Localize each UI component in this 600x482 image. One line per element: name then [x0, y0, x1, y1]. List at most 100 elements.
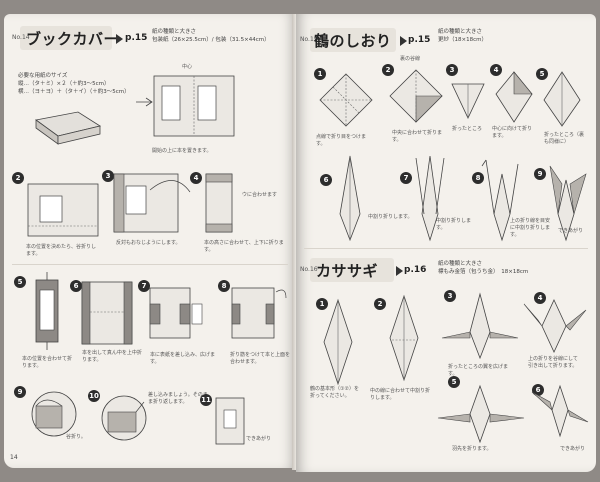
page-number-left: 14: [10, 454, 18, 461]
magpie-step3-figure: [441, 292, 519, 360]
title-bar-magpie: [310, 258, 394, 282]
note-step8: 折り筋をつけて本と上面を合わせます。: [230, 352, 291, 365]
step4-figure: [205, 173, 233, 233]
center-label: 中心: [182, 64, 193, 70]
page-ref-bookcover: p.15: [125, 33, 148, 43]
crane-note-8: 上の折り線を目安に中割り折りします。: [510, 218, 551, 238]
note-step4: 本の高さに合わせて、上下に折ります。: [204, 240, 284, 253]
note-step5: 本の位置を合わせて折ります。: [22, 356, 73, 369]
crane-step-6: 6: [320, 174, 332, 186]
crane-step6-figure: [339, 155, 361, 242]
step3-figure: [113, 173, 191, 233]
magpie-step-2: 2: [374, 298, 386, 310]
step-badge-6: 6: [70, 280, 82, 292]
magpie-step5-figure: [437, 384, 525, 444]
magpie-note-2: 中の線に合わせて中割り折りします。: [370, 388, 431, 401]
step11-figure: [215, 397, 245, 445]
step-badge-5: 5: [14, 276, 26, 288]
magpie-step2-figure: [389, 294, 419, 382]
crane-step1-figure: [319, 73, 373, 127]
magpie-step-3: 3: [444, 290, 456, 302]
section-number-magpie: No.16: [300, 266, 318, 273]
book-size-info: 必要な用紙のサイズ 縦…（タ＋ミ）×２（＋約3〜5cm） 横…（ヨ＋ヨ）＋（タ＋…: [18, 73, 130, 95]
step-badge-4: 4: [190, 172, 202, 184]
step5-figure: [35, 272, 59, 350]
magpie-note-5: 羽先を折ります。: [452, 446, 492, 452]
title-bookcover: ブックカバー: [26, 30, 120, 48]
crane-step5-figure: [543, 71, 581, 127]
crane-note-2: 中央に合わせて折ります。: [392, 130, 443, 143]
note-step1: 開始の上に本を置きます。: [152, 148, 212, 154]
crane-note-1-extra: 裏の谷線: [400, 56, 421, 62]
title-crane-bookmark: 鶴のしおり: [314, 32, 392, 50]
crane-note-9: できあがり: [558, 228, 584, 234]
step-badge-10: 10: [88, 390, 100, 402]
magpie-note-4: 上の折りを谷線にして引き出して折ります。: [528, 356, 578, 369]
step-badge-11: 11: [200, 394, 212, 406]
crane-step2-figure: [389, 69, 443, 123]
note-step6: 本を出して真ん中を上中折ります。: [82, 350, 142, 363]
step6-figure: [81, 281, 133, 345]
crane-step-5: 5: [536, 68, 548, 80]
step9-figure: [31, 391, 77, 437]
divider-right: [304, 248, 588, 249]
magpie-step-5: 5: [448, 376, 460, 388]
paper-info-bookcover: 紙の種類と大きさ 包装紙（26×25.5cm）/ 包装（31.5×44cm）: [152, 29, 270, 43]
magpie-note-3: 折ったところの翼を広げます。: [448, 364, 509, 377]
step8-figure: [231, 287, 287, 339]
title-bar-left: [20, 26, 112, 50]
arrow-icon: [400, 36, 407, 46]
note-step4-side: ウに合わせます: [242, 192, 278, 198]
crane-note-1: 点線で折り目をつけます。: [316, 134, 367, 147]
step-badge-8: 8: [218, 280, 230, 292]
section-number-crane: No.15: [300, 36, 318, 43]
magpie-step-4: 4: [534, 292, 546, 304]
arrow-icon: [396, 266, 403, 276]
crane-step-4: 4: [490, 64, 502, 76]
step-badge-9: 9: [14, 386, 26, 398]
crane-step7-figure: [415, 155, 445, 242]
page-ref-crane: p.15: [408, 35, 431, 45]
title-bar-crane: [310, 28, 396, 52]
crane-step-7: 7: [400, 172, 412, 184]
section-number-bookcover: No.14: [12, 34, 30, 41]
magpie-step4-figure: [523, 299, 587, 353]
crane-step9-figure: [549, 165, 587, 242]
note-step3: 反対もおなじようにします。: [116, 240, 181, 246]
crane-step8-figure: [481, 159, 519, 242]
crane-step-3: 3: [446, 64, 458, 76]
crane-step3-figure: [451, 83, 485, 119]
paper-info-magpie: 紙の種類と大きさ 標もみ金箔（包うち金） 18×18cm: [438, 261, 529, 275]
divider-left: [12, 264, 288, 265]
page-ref-magpie: p.16: [404, 265, 427, 275]
step1-figure: [136, 75, 235, 137]
step-badge-3: 3: [102, 170, 114, 182]
note-step11: できあがり: [246, 436, 272, 442]
step10-figure: [101, 395, 147, 441]
note-step2: 本の位置を決めたら、谷折りします。: [26, 244, 97, 257]
crane-step-8: 8: [472, 172, 484, 184]
crane-step-1: 1: [314, 68, 326, 80]
crane-step-9: 9: [534, 168, 546, 180]
crane-step4-figure: [495, 71, 533, 123]
crane-step-2: 2: [382, 64, 394, 76]
note-step10: 差し込みましょう。そのまま折り返します。: [148, 392, 208, 405]
crane-note-3: 折ったところ: [452, 126, 483, 132]
crane-note-7: 中割り折りします。: [436, 218, 472, 231]
note-step7: 本に表紙を差し込み、広げます。: [150, 352, 216, 365]
book-diagram-figure: [35, 111, 102, 145]
magpie-step-1: 1: [316, 298, 328, 310]
crane-note-5: 折ったところ（裏も同様に）: [544, 132, 585, 145]
crane-note-4: 中心に向けて折ります。: [492, 126, 533, 139]
magpie-step1-figure: [323, 298, 353, 386]
note-step9: 谷折り。: [66, 434, 86, 440]
crane-note-6: 中割り折りします。: [368, 214, 413, 220]
title-magpie: カササギ: [316, 262, 379, 280]
magpie-step6-figure: [531, 384, 589, 438]
magpie-step-6: 6: [532, 384, 544, 396]
right-page: No.15 鶴のしおり p.15 紙の種類と大きさ 更紗（18×18cm） 1 …: [296, 14, 596, 472]
step-badge-2: 2: [12, 172, 24, 184]
magpie-note-6: できあがり: [560, 446, 586, 452]
arrow-icon: [116, 34, 123, 44]
step7-figure: [149, 287, 203, 339]
